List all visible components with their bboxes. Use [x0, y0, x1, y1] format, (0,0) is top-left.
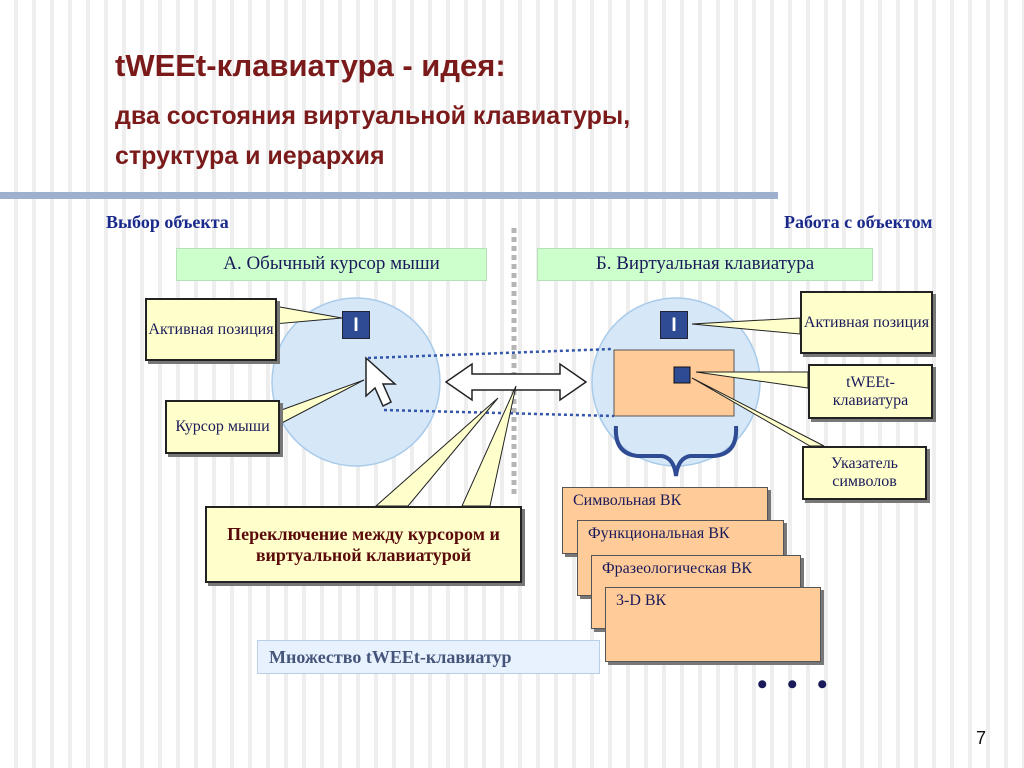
page-subtitle: два состояния виртуальной клавиатуры, ст… — [115, 96, 630, 176]
dotted-connector-bottom — [383, 408, 615, 418]
callout-mouse-cursor: Курсор мыши — [165, 400, 280, 454]
mouse-arrow-icon — [365, 356, 397, 408]
state-b-box: Б. Виртуальная клавиатура — [537, 248, 873, 281]
stack-brace — [613, 425, 739, 477]
vk-card-3d: 3-D ВК — [605, 587, 821, 662]
callout-active-position-left: Активная позиция — [145, 298, 277, 361]
keyboard-set-label: Множество tWEEt-клавиатур — [257, 640, 600, 674]
right-column-header: Работа с объектом — [784, 212, 933, 232]
ellipsis: • • • — [757, 668, 834, 701]
title-divider — [0, 192, 778, 199]
subtitle-line-2: структура и иерархия — [115, 142, 385, 170]
dotted-connector-top — [367, 347, 613, 360]
state-a-box: А. Обычный курсор мыши — [176, 248, 487, 281]
callout-tweet-keyboard: tWEEt-клавиатура — [808, 364, 933, 419]
callout-symbol-pointer: Указатель символов — [802, 446, 927, 500]
callout-switching: Переключение между курсором и виртуально… — [205, 506, 522, 583]
text-cursor-icon-right: I — [660, 311, 688, 339]
switch-double-arrow — [444, 362, 588, 402]
callout-active-position-right: Активная позиция — [800, 291, 933, 354]
subtitle-line-1: два состояния виртуальной клавиатуры, — [115, 102, 631, 130]
text-cursor-icon-left: I — [342, 311, 370, 339]
left-state-circle — [271, 297, 441, 467]
left-column-header: Выбор объекта — [106, 212, 229, 232]
symbol-pointer-square — [673, 366, 691, 384]
page-title: tWEEt-клавиатура - идея: — [115, 48, 506, 83]
page-number: 7 — [976, 728, 987, 748]
pointer-switch-right — [461, 385, 517, 507]
